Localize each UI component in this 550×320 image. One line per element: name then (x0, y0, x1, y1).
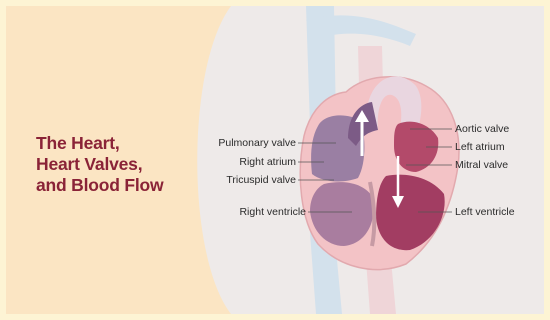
heart-diagram: Pulmonary valve Right atrium Tricuspid v… (6, 6, 544, 314)
label-right-ventricle: Right ventricle (239, 206, 306, 218)
label-tricuspid-valve: Tricuspid valve (226, 174, 296, 186)
label-left-atrium: Left atrium (455, 141, 505, 153)
label-pulmonary-valve: Pulmonary valve (218, 137, 296, 149)
label-mitral-valve: Mitral valve (455, 159, 508, 171)
image-frame: The Heart, Heart Valves, and Blood Flow (6, 6, 544, 314)
label-right-atrium: Right atrium (239, 156, 296, 168)
label-aortic-valve: Aortic valve (455, 123, 509, 135)
label-left-ventricle: Left ventricle (455, 206, 515, 218)
